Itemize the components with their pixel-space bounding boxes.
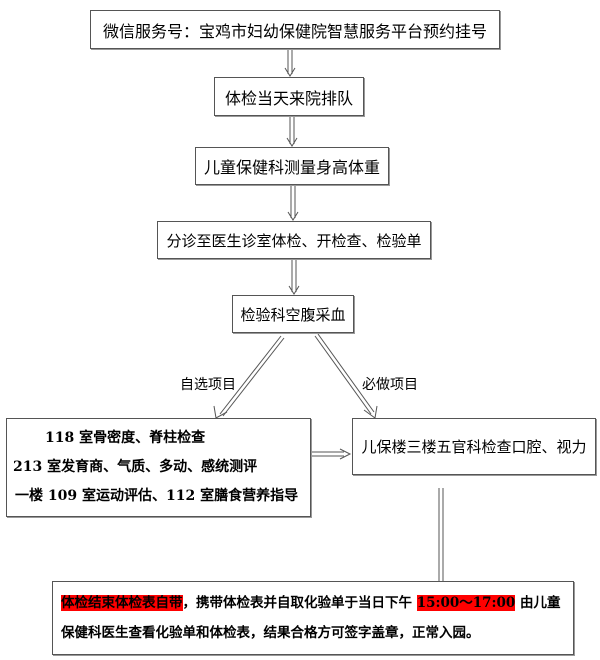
step-label: 微信服务号：宝鸡市妇幼保健院智慧服务平台预约挂号: [102, 21, 487, 41]
branch-label-optional: 自选项目: [180, 377, 236, 393]
optional-item: 213 室发育商、气质、多动、感统测评: [13, 459, 258, 475]
optional-item: 一楼 109 室运动评估、112 室膳食营养指导: [15, 488, 299, 504]
branch-label-required: 必做项目: [362, 377, 418, 393]
step-label: 分诊至医生诊室体检、开检查、检验单: [166, 231, 422, 250]
arrow-step4-step5: [288, 260, 300, 295]
final-text: 由儿童: [515, 595, 561, 611]
step-register: 微信服务号：宝鸡市妇幼保健院智慧服务平台预约挂号: [90, 10, 500, 49]
step-label: 儿童保健科测量身高体重: [203, 158, 380, 177]
highlight-time: 15:00～17:00: [416, 595, 516, 611]
step-label: 体检当天来院排队: [224, 88, 353, 108]
step-queue: 体检当天来院排队: [214, 77, 364, 116]
optional-items-box: 118 室骨密度、脊柱检查 213 室发育商、气质、多动、感统测评 一楼 109…: [6, 418, 311, 517]
final-line-2: 保健科医生查看化验单和体检表，结果合格方可签字盖章，正常入园。: [61, 625, 480, 641]
required-item-label: 儿保楼三楼五官科检查口腔、视力: [361, 438, 587, 456]
arrow-step1-step2: [284, 50, 296, 77]
arrow-step3-step4: [287, 186, 299, 221]
highlight-self-bring: 体检结束体检表自带: [61, 595, 183, 611]
step-blood-draw: 检验科空腹采血: [232, 295, 354, 333]
final-instruction-box: 体检结束体检表自带，携带体检表并自取化验单于当日下午 15:00～17:00 由…: [52, 581, 574, 655]
final-text: ，携带体检表并自取化验单于当日下午: [182, 595, 417, 611]
arrow-optional-to-required: [312, 448, 352, 460]
required-item-box: 儿保楼三楼五官科检查口腔、视力: [352, 418, 596, 475]
final-line-1: 体检结束体检表自带，携带体检表并自取化验单于当日下午 15:00～17:00 由…: [61, 588, 561, 618]
step-triage: 分诊至医生诊室体检、开检查、检验单: [157, 221, 431, 259]
optional-item: 118 室骨密度、脊柱检查: [45, 430, 206, 446]
step-label: 检验科空腹采血: [240, 305, 346, 324]
arrow-step2-step3: [286, 117, 298, 147]
step-measure: 儿童保健科测量身高体重: [195, 147, 389, 185]
